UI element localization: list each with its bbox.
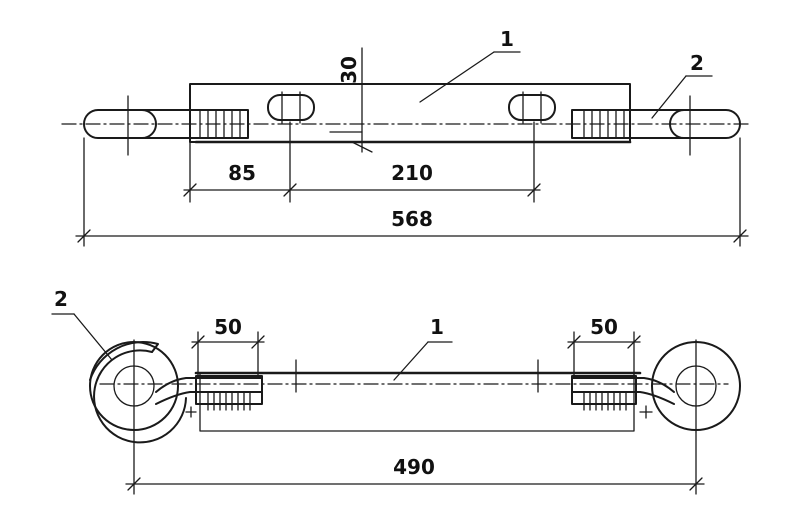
dim-50-left: 50 [191,315,265,377]
bottom-callout-2-label: 2 [54,287,68,311]
top-rod-right [571,95,741,156]
top-callout-2: 2 [651,51,713,119]
top-view: 30 1 2 85 210 [61,27,753,247]
dim-490-label: 490 [393,455,435,479]
dim-85-210: 85 210 [183,121,541,203]
dim-50-right-label: 50 [590,315,618,339]
top-slot-left [267,91,315,124]
top-callout-2-label: 2 [690,51,704,75]
bottom-callout-2: 2 [51,287,113,361]
dim-30: 30 [329,47,373,153]
bottom-plate [199,372,635,432]
dim-568-label: 568 [391,207,433,231]
dim-210-label: 210 [391,161,433,185]
bottom-hook-left [89,339,263,444]
dim-85-label: 85 [228,161,256,185]
dim-30-label: 30 [337,56,361,84]
dim-50-right: 50 [567,315,641,377]
top-plate [189,83,631,143]
dim-490: 490 [125,431,705,495]
dim-568: 568 [75,137,749,247]
dim-50-left-label: 50 [214,315,242,339]
top-rod-left [83,95,249,156]
top-slot-right [508,91,556,124]
bottom-hook-right [571,339,741,433]
top-callout-1-label: 1 [500,27,514,51]
top-callout-1: 1 [419,27,521,103]
bottom-callout-1-label: 1 [430,315,444,339]
bottom-callout-1: 1 [393,315,453,381]
bottom-view: 2 1 50 50 [51,287,741,495]
